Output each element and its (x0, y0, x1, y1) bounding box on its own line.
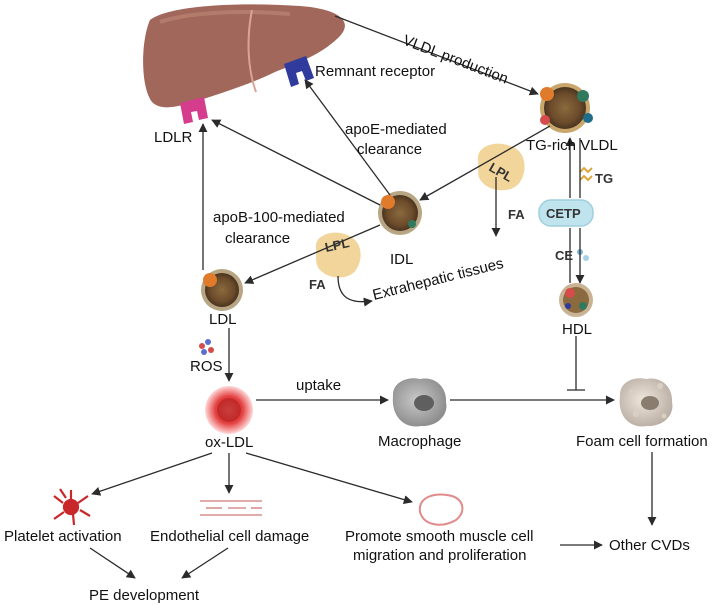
label-idl: IDL (390, 251, 413, 268)
platelet-icon (53, 488, 91, 526)
label-fa-top: FA (508, 207, 525, 222)
label-hdl: HDL (562, 321, 592, 338)
label-apoe-line2: clearance (357, 141, 422, 158)
arrow-oxldl-to-smooth-muscle (245, 452, 413, 505)
arrow-fa-mid-extrahepatic (337, 275, 373, 307)
ldl-particle-icon (201, 269, 243, 311)
label-apob-line1: apoB-100-mediated (213, 209, 345, 226)
ce-molecule-icon (577, 249, 589, 261)
label-ldl: LDL (209, 311, 237, 328)
foam-cell-icon (619, 378, 673, 427)
label-ce: CE (555, 248, 573, 263)
ros-icon (199, 339, 214, 355)
macrophage-icon (392, 378, 447, 427)
label-other-cvds: Other CVDs (609, 537, 690, 554)
label-ldlr: LDLR (154, 129, 193, 146)
label-tg: TG (595, 171, 613, 186)
liver-icon (143, 4, 345, 108)
lpl-mid-enzyme-icon (315, 232, 361, 278)
label-remnant-receptor: Remnant receptor (315, 63, 435, 80)
arrow-vldl-production (334, 15, 539, 96)
arrow-idl-to-ldlr (211, 119, 381, 206)
endothelial-cell-icon (200, 500, 262, 516)
label-pe-development: PE development (89, 587, 200, 604)
remnant-receptor-icon (284, 56, 314, 87)
hdl-inhibition-line (567, 336, 585, 391)
smooth-muscle-cell-icon (418, 493, 464, 526)
arrow-vldl-to-idl (419, 125, 551, 201)
arrow-idl-to-ldl (244, 224, 381, 284)
label-tg-rich-vldl: TG-rich VLDL (526, 137, 618, 154)
label-apob-line2: clearance (225, 230, 290, 247)
label-apoe-line1: apoE-mediated (345, 121, 447, 138)
tg-molecule-icon (579, 166, 593, 182)
label-endothelial: Endothelial cell damage (150, 528, 309, 545)
label-macrophage: Macrophage (378, 433, 461, 450)
hdl-particle-icon (559, 283, 593, 317)
label-smooth-line2: migration and proliferation (353, 547, 526, 564)
arrow-platelet-to-pe (89, 547, 136, 579)
label-uptake: uptake (296, 377, 341, 394)
cetp-enzyme-icon (538, 199, 594, 227)
arrow-idl-to-remnant-receptor (304, 79, 391, 196)
label-platelet: Platelet activation (4, 528, 122, 545)
label-smooth-line1: Promote smooth muscle cell (345, 528, 533, 545)
ldlr-receptor-icon (180, 97, 208, 124)
arrow-oxldl-to-platelet (91, 452, 213, 496)
tg-rich-vldl-particle-icon (540, 83, 593, 133)
label-foam-cell: Foam cell formation (576, 433, 708, 450)
arrow-endothelial-to-pe (181, 547, 229, 579)
ox-ldl-particle-icon (205, 386, 253, 434)
label-fa-mid: FA (309, 277, 326, 292)
label-ros: ROS (190, 358, 223, 375)
label-lpl-mid: LPL (324, 235, 351, 255)
idl-particle-icon (378, 191, 422, 235)
label-ox-ldl: ox-LDL (205, 434, 253, 451)
label-cetp: CETP (546, 206, 581, 221)
lpl-top-enzyme-icon (477, 143, 525, 191)
